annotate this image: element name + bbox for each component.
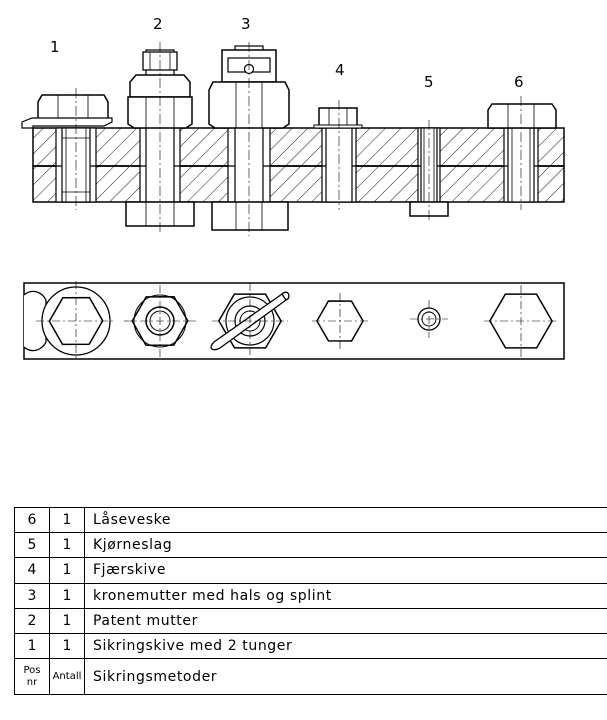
- technical-drawing: 1 2 3 4 5 6: [21, 15, 565, 361]
- antall-cell: 1: [49, 506, 85, 534]
- parts-list-table: 6 1 Låseveske 5 1 Kjørneslag 4 1 Fjærski…: [14, 506, 607, 696]
- callout-4: 4: [335, 61, 345, 79]
- pos-cell: 4: [14, 557, 50, 584]
- table-row: 3 1 kronemutter med hals og splint: [14, 582, 607, 609]
- antall-cell: 1: [49, 632, 85, 660]
- pos-cell: 1: [14, 632, 50, 660]
- name-header: Sikringsmetoder: [84, 658, 607, 696]
- name-cell: Patent mutter: [84, 607, 607, 634]
- lower-plate: [32, 165, 565, 203]
- table-row: 5 1 Kjørneslag: [14, 532, 607, 559]
- antall-cell: 1: [49, 532, 85, 559]
- callout-2: 2: [153, 15, 163, 33]
- pos-cell: 2: [14, 607, 50, 634]
- name-cell: Kjørneslag: [84, 532, 607, 559]
- name-cell: Sikringskive med 2 tunger: [84, 632, 607, 660]
- table-row: 2 1 Patent mutter: [14, 607, 607, 634]
- antall-cell: 1: [49, 607, 85, 634]
- pos-cell: 6: [14, 506, 50, 534]
- table-row: 6 1 Låseveske: [14, 506, 607, 534]
- section-view: [21, 42, 565, 236]
- callout-6: 6: [514, 73, 524, 91]
- upper-plate: [32, 127, 565, 167]
- table-row: 1 1 Sikringskive med 2 tunger: [14, 632, 607, 660]
- pos-header: Pos nr: [14, 658, 50, 696]
- callout-1: 1: [50, 38, 60, 56]
- antall-header: Antall: [49, 658, 85, 696]
- pos-header-label: Pos: [23, 664, 41, 676]
- pos-header-sub: nr: [26, 676, 38, 688]
- name-cell: Fjærskive: [84, 557, 607, 584]
- table-row: 4 1 Fjærskive: [14, 557, 607, 584]
- pos-cell: 3: [14, 582, 50, 609]
- name-cell: kronemutter med hals og splint: [84, 582, 607, 609]
- part-1-section: [21, 94, 113, 203]
- top-view: [23, 281, 565, 361]
- table-header-row: Pos nr Antall Sikringsmetoder: [14, 658, 607, 696]
- antall-cell: 1: [49, 582, 85, 609]
- callout-5: 5: [424, 73, 434, 91]
- pos-cell: 5: [14, 532, 50, 559]
- antall-cell: 1: [49, 557, 85, 584]
- callout-3: 3: [241, 15, 251, 33]
- top-plate: [23, 282, 565, 360]
- name-cell: Låseveske: [84, 506, 607, 534]
